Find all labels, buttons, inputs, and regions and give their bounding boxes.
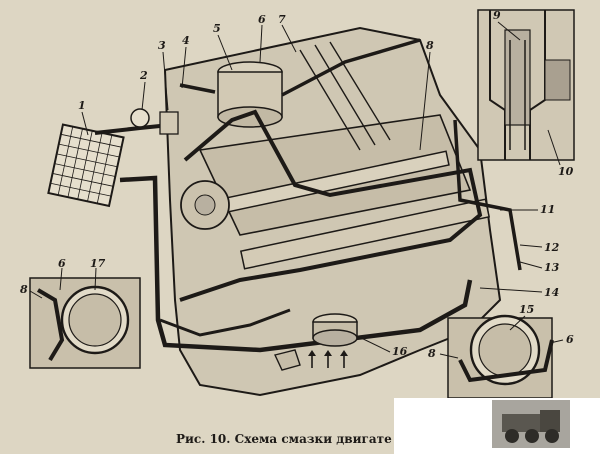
callout-1: 1 (78, 99, 86, 112)
callout-11: 11 (540, 203, 556, 216)
oil-line-lower (159, 308, 291, 337)
oil-line-cooler (94, 123, 171, 135)
relief-valve (159, 111, 179, 135)
oil-filter-bottom (217, 106, 283, 128)
callout-8-right: 8 (428, 347, 436, 360)
drain-plug (274, 349, 301, 371)
callout-8: 8 (426, 39, 434, 52)
callout-4: 4 (182, 34, 190, 47)
callout-16: 16 (392, 345, 408, 358)
callout-15: 15 (519, 303, 535, 316)
oil-line-main (119, 175, 473, 353)
callout-5: 5 (213, 22, 221, 35)
callout-6: 6 (258, 13, 266, 26)
pressure-gauge (130, 108, 150, 128)
callout-9: 9 (493, 9, 501, 22)
oil-cooler-radiator (47, 123, 125, 208)
callout-3: 3 (158, 39, 166, 52)
crankshaft (239, 198, 491, 270)
inset-valve-detail (477, 9, 575, 161)
callout-6-left: 6 (58, 257, 66, 270)
figure-caption: Рис. 10. Схема смазки двигате (176, 432, 392, 446)
callout-13: 13 (544, 261, 560, 274)
callout-8-left: 8 (20, 283, 28, 296)
callout-6-right: 6 (566, 333, 574, 346)
oil-line-gallery (179, 109, 483, 302)
callout-17: 17 (90, 257, 106, 270)
callout-12: 12 (544, 241, 560, 254)
inset-bearing-left (29, 277, 141, 369)
callout-14: 14 (544, 286, 560, 299)
callout-7: 7 (278, 13, 286, 26)
oil-line-side (453, 119, 522, 271)
callout-2: 2 (140, 69, 148, 82)
pushrods (299, 41, 391, 151)
callout-10: 10 (558, 165, 574, 178)
inset-bearing-right (447, 314, 554, 399)
truck-thumbnail-image (492, 400, 570, 448)
oil-line-filter (179, 38, 421, 97)
leader-lines (29, 21, 564, 359)
